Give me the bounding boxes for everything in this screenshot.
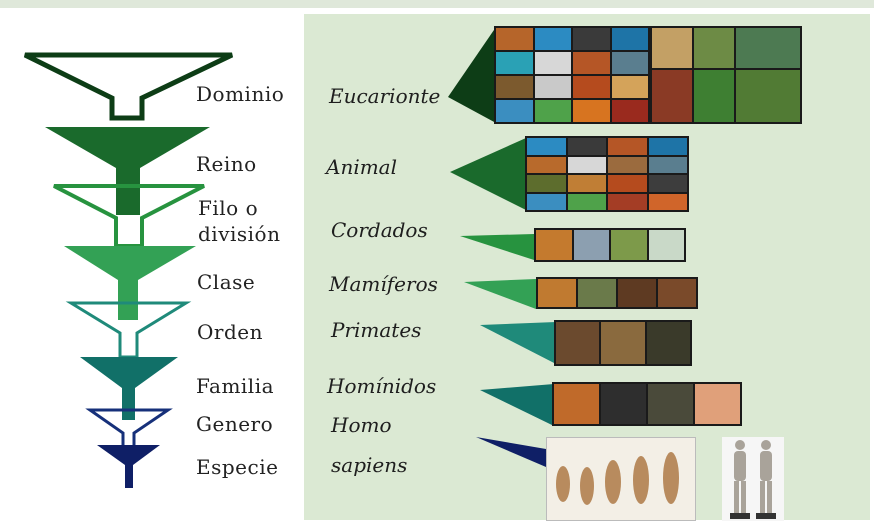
image-orden-row — [554, 320, 692, 366]
taxon-especie: sapiens — [331, 453, 408, 477]
funnel-reino — [45, 127, 210, 215]
wedge-orden — [480, 322, 556, 364]
rank-especie: Especie — [196, 455, 279, 479]
taxon-clase: Mamíferos — [329, 272, 438, 296]
taxon-filo: Cordados — [331, 218, 428, 242]
taxon-genero: Homo — [331, 413, 392, 437]
wedge-reino — [450, 138, 526, 210]
image-filo-row — [534, 228, 686, 262]
taxonomy-funnel — [23, 52, 234, 488]
taxon-orden: Primates — [331, 318, 422, 342]
taxon-reino: Animal — [326, 155, 398, 179]
image-dominio-collage — [494, 26, 650, 124]
rank-familia: Familia — [196, 374, 275, 398]
rank-reino: Reino — [196, 152, 257, 176]
rank-filo-line2: división — [198, 222, 281, 246]
wedge-clase — [464, 279, 536, 309]
rank-filo-line1: Filo o — [198, 196, 259, 220]
image-human-evolution — [546, 437, 696, 521]
image-human-anatomy — [722, 437, 784, 521]
image-dominio-plants — [650, 26, 802, 124]
funnel-clase — [64, 246, 196, 320]
wedge-familia — [480, 384, 554, 426]
funnel-dominio — [23, 52, 234, 121]
image-reino-collage — [525, 136, 689, 212]
wedge-especie — [476, 437, 546, 467]
taxon-familia: Homínidos — [327, 374, 437, 398]
wedge-filo — [460, 234, 534, 260]
rank-dominio: Dominio — [196, 82, 285, 106]
wedge-dominio — [448, 27, 496, 123]
rank-genero: Genero — [196, 412, 274, 436]
taxon-dominio: Eucarionte — [329, 84, 441, 108]
rank-orden: Orden — [197, 320, 263, 344]
funnel-familia — [80, 357, 178, 420]
top-strip — [0, 0, 874, 8]
image-clase-row — [536, 277, 698, 309]
image-familia-row — [552, 382, 742, 426]
funnel-especie — [97, 445, 160, 488]
rank-clase: Clase — [197, 270, 256, 294]
